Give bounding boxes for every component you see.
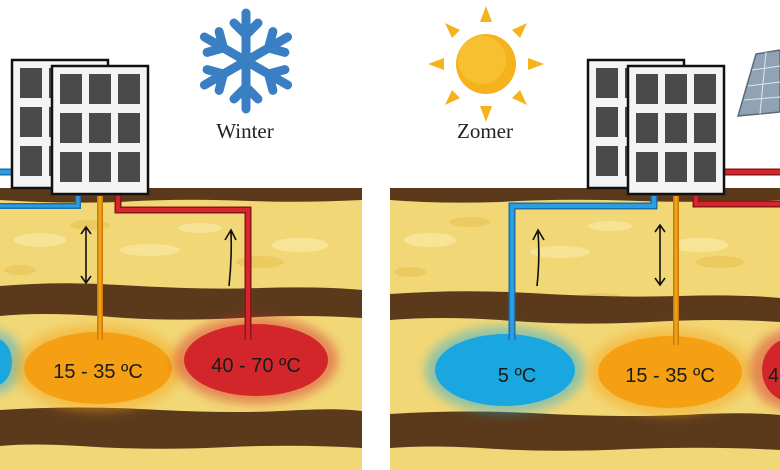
winter-hot-temp: 40 - 70 ºC <box>211 355 301 377</box>
winter-building-front <box>50 64 150 196</box>
summer-warm-temp: 15 - 35 ºC <box>625 365 715 387</box>
summer-panel: Zomer 5 ºC 15 - 35 ºC 4 <box>390 6 780 470</box>
summer-pipes <box>508 168 780 345</box>
solar-panel-icon <box>736 49 780 117</box>
winter-flow-arrows <box>80 225 237 287</box>
summer-cold-temp: 5 ºC <box>498 365 536 387</box>
summer-flow-arrows <box>532 223 666 287</box>
winter-panel: Winter 15 - 35 ºC 40 - 70 ºC <box>0 8 362 470</box>
summer-building-front <box>626 64 726 196</box>
winter-hot-zone <box>174 316 338 404</box>
summer-label: Zomer <box>457 119 513 143</box>
winter-warm-zone <box>14 324 182 412</box>
summer-hot-temp: 4 <box>768 365 779 387</box>
winter-label: Winter <box>216 119 273 143</box>
summer-warm-zone <box>588 328 752 416</box>
summer-hot-zone <box>750 331 780 409</box>
snowflake-icon <box>199 8 293 114</box>
summer-cold-zone <box>425 326 585 414</box>
winter-warm-temp: 15 - 35 ºC <box>53 361 143 383</box>
sun-icon <box>428 6 544 122</box>
